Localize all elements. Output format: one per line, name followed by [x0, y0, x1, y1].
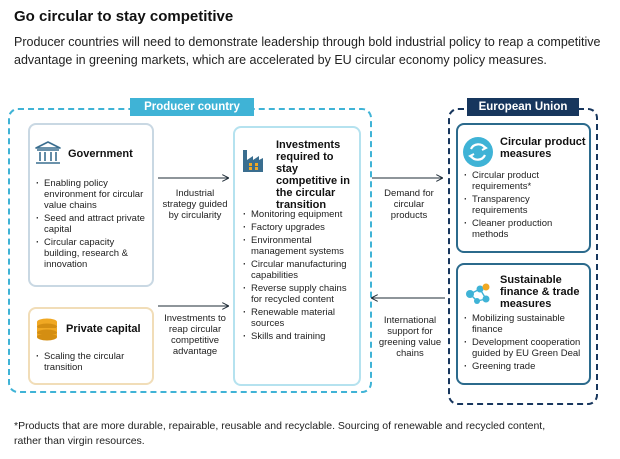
circular-product-title: Circular product measures — [500, 136, 586, 160]
list-item: Greening trade — [464, 361, 588, 372]
list-item: Cleaner production methods — [464, 218, 586, 240]
list-item: Circular capacity building, research & i… — [36, 237, 150, 270]
list-item: Scaling the circular transition — [36, 351, 150, 373]
finance-network-icon — [466, 283, 490, 304]
circular-product-list: Circular product requirements* Transpare… — [464, 170, 586, 242]
list-item: Factory upgrades — [243, 222, 359, 233]
coin-stack-icon — [37, 318, 57, 341]
list-item: Skills and training — [243, 331, 359, 342]
flow-international-support: International support for greening value… — [378, 315, 442, 359]
list-item: Mobilizing sustainable finance — [464, 313, 588, 335]
sustainable-finance-list: Mobilizing sustainable finance Developme… — [464, 313, 588, 374]
list-item: Renewable material sources — [243, 307, 359, 329]
government-title: Government — [68, 148, 133, 160]
list-item: Circular product requirements* — [464, 170, 586, 192]
flow-demand: Demand for circular products — [384, 188, 434, 221]
flow-industrial-strategy: Industrial strategy guided by circularit… — [162, 188, 228, 221]
page-title: Go circular to stay competitive — [14, 8, 234, 25]
list-item: Monitoring equipment — [243, 209, 359, 220]
circular-arrows-icon — [463, 137, 493, 167]
list-item: Development cooperation guided by EU Gre… — [464, 337, 588, 359]
investments-list: Monitoring equipment Factory upgrades En… — [243, 209, 359, 344]
european-union-label: European Union — [467, 98, 579, 116]
government-list: Enabling policy environment for circular… — [36, 178, 150, 272]
list-item: Seed and attract private capital — [36, 213, 150, 235]
investments-title: Investments required to stay competitive… — [276, 139, 350, 211]
list-item: Transparency requirements — [464, 194, 586, 216]
producer-country-label: Producer country — [130, 98, 254, 116]
private-capital-list: Scaling the circular transition — [36, 351, 150, 375]
list-item: Enabling policy environment for circular… — [36, 178, 150, 211]
list-item: Environmental management systems — [243, 235, 359, 257]
private-capital-title: Private capital — [66, 323, 141, 335]
page-subtitle: Producer countries will need to demonstr… — [14, 35, 601, 67]
government-building-icon — [35, 141, 61, 164]
list-item: Circular manufacturing capabilities — [243, 259, 359, 281]
footnote: *Products that are more durable, repaira… — [14, 420, 546, 447]
factory-icon — [243, 150, 263, 172]
sustainable-finance-title: Sustainable finance & trade measures — [500, 274, 580, 310]
list-item: Reverse supply chains for recycled conte… — [243, 283, 359, 305]
flow-investments-reap: Investments to reap circular competitive… — [164, 313, 226, 357]
